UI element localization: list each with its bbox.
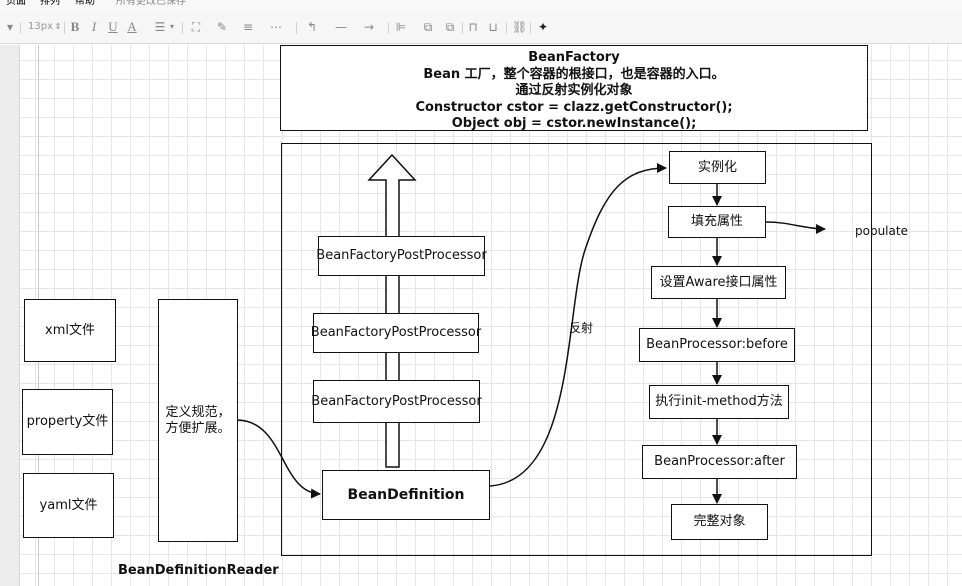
lock-icon[interactable]: ⊓ [468,20,478,34]
bean-definition-reader-box[interactable]: 定义规范， 方便扩展。 [158,299,238,542]
fill-color-icon[interactable]: ⛶ [191,20,201,34]
bean-definition-label: BeanDefinition [347,487,465,503]
post-processor-box-1[interactable]: BeanFactoryPostProcessor [316,236,487,276]
lifecycle-step-label-6: BeanProcessor:after [654,454,785,469]
lifecycle-step-complete[interactable]: 完整对象 [671,504,768,540]
unlock-icon[interactable]: ⊔ [488,20,498,34]
post-processor-box-2[interactable]: BeanFactoryPostProcessor [310,313,482,353]
align-dropdown-icon[interactable]: ▾ [169,22,174,31]
reader-box-line-2: 方便扩展。 [165,420,231,436]
font-size-stepper[interactable]: 13px [28,21,53,32]
menu-item-page[interactable]: 页面 [6,0,26,7]
yaml-file-box[interactable]: yaml文件 [23,473,114,538]
stepper-arrows-icon[interactable]: ⇕ [54,22,62,31]
header-title: BeanFactory [528,50,620,65]
font-family-dropdown[interactable]: ▾ [6,20,14,34]
reflection-label: 反射 [569,321,594,335]
save-status: 所有更改已保存 [116,0,186,7]
post-processor-label-3: BeanFactoryPostProcessor [311,393,482,409]
menu-bar: 页面 排列 帮助 所有更改已保存 [0,0,962,9]
lifecycle-step-label-4: BeanProcessor:before [646,337,788,352]
lifecycle-step-populate[interactable]: 填充属性 [668,206,766,238]
send-back-icon[interactable]: ⧉ [445,20,455,34]
bean-definition-reader-label[interactable]: BeanDefinitionReader [118,563,279,578]
populate-label: populate [855,224,908,238]
post-processor-label-1: BeanFactoryPostProcessor [316,248,487,263]
header-code-line-2: Object obj = cstor.newInstance(); [451,116,697,131]
lifecycle-step-after[interactable]: BeanProcessor:after [642,445,797,479]
reader-box-line-1: 定义规范， [165,404,231,420]
property-file-box[interactable]: property文件 [22,389,113,455]
font-color-icon[interactable]: A [127,19,137,34]
line-type-icon[interactable]: — [335,20,347,34]
bring-front-icon[interactable]: ⧉ [423,20,433,34]
line-color-icon[interactable]: ✎ [216,20,228,34]
lifecycle-step-label-1: 实例化 [697,159,737,175]
post-processor-label-2: BeanFactoryPostProcessor [310,325,482,340]
link-icon[interactable]: ⛓ [512,20,528,34]
header-description: Bean 工厂，整个容器的根接口，也是容器的入口。 [423,66,725,82]
header-reflection-note: 通过反射实例化对象 [515,83,633,98]
menu-item-help[interactable]: 帮助 [75,0,95,7]
canvas-left-margin [0,45,20,586]
post-processor-box-3[interactable]: BeanFactoryPostProcessor [311,380,482,423]
lifecycle-step-label-5: 执行init-method方法 [655,394,783,409]
menu-item-arrange[interactable]: 排列 [40,0,60,7]
underline-icon[interactable]: U [108,19,118,34]
lifecycle-step-before[interactable]: BeanProcessor:before [639,328,795,362]
property-file-label: property文件 [26,414,109,429]
xml-file-label: xml文件 [45,322,95,338]
lifecycle-step-label-2: 填充属性 [690,214,743,229]
line-width-icon[interactable]: ≡ [242,20,254,34]
lifecycle-step-init-method[interactable]: 执行init-method方法 [649,385,789,419]
xml-file-box[interactable]: xml文件 [24,299,116,362]
format-toolbar: ▾ 13px ⇕ B I U A ☰ ▾ ⛶ ✎ ≡ ⋯ ↰ — → ⊫ ⧉ ⧉… [0,9,962,44]
lifecycle-step-aware[interactable]: 设置Aware接口属性 [651,266,786,299]
bean-definition-box[interactable]: BeanDefinition [322,470,490,520]
line-style-icon[interactable]: ⋯ [270,20,282,34]
bold-icon[interactable]: B [70,19,80,34]
connector-style-icon[interactable]: ↰ [306,20,318,34]
container-frame[interactable] [281,143,872,556]
lifecycle-step-label-3: 设置Aware接口属性 [659,274,778,290]
lifecycle-step-label-7: 完整对象 [693,514,746,529]
beanfactory-header-box[interactable]: BeanFactory Bean 工厂，整个容器的根接口，也是容器的入口。 通过… [280,45,868,131]
format-painter-icon[interactable]: ✦ [537,20,549,34]
italic-icon[interactable]: I [91,19,97,34]
lifecycle-step-instantiate[interactable]: 实例化 [669,151,766,184]
yaml-file-label: yaml文件 [39,497,98,513]
header-code-line-1: Constructor cstor = clazz.getConstructor… [415,99,733,115]
align-icon[interactable]: ☰ [154,20,166,34]
arrow-type-icon[interactable]: → [363,20,375,34]
align-objects-icon[interactable]: ⊫ [395,20,407,34]
